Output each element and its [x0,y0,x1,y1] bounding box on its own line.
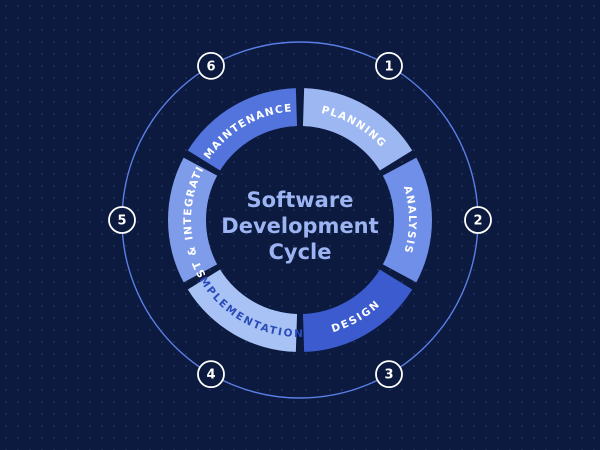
step-badge-6: 6 [197,51,225,80]
step-badge-1: 1 [375,51,403,80]
step-number-5: 5 [117,214,126,229]
step-number-2: 2 [473,214,482,229]
center-title-line-2: Development [221,214,378,238]
step-badge-4: 4 [197,360,225,389]
step-number-6: 6 [206,59,215,74]
step-badge-circle [197,360,225,389]
segment-label-implementation: IMPLEMENTATION [0,0,305,340]
segment-label-analysis: ANALYSIS [401,184,418,255]
step-badge-5: 5 [108,206,136,234]
step-number-3: 3 [384,368,393,383]
segment-test-integration [168,157,218,283]
step-badge-circle [108,206,136,234]
step-badge-2: 2 [464,206,492,234]
step-badge-circle [197,51,225,80]
step-badge-circle [375,360,403,389]
center-title-line-1: Software [247,188,354,212]
segment-maintenance [187,88,298,171]
step-badge-3: 3 [375,360,403,389]
center-title-line-3: Cycle [269,240,332,264]
segment-analysis [382,157,433,283]
step-badge-circle [375,51,403,80]
segment-design [302,269,413,352]
segment-planning [302,88,413,171]
segment-implementation [187,269,298,352]
step-number-1: 1 [384,59,393,74]
step-badge-circle [464,206,492,234]
step-number-4: 4 [206,368,215,383]
